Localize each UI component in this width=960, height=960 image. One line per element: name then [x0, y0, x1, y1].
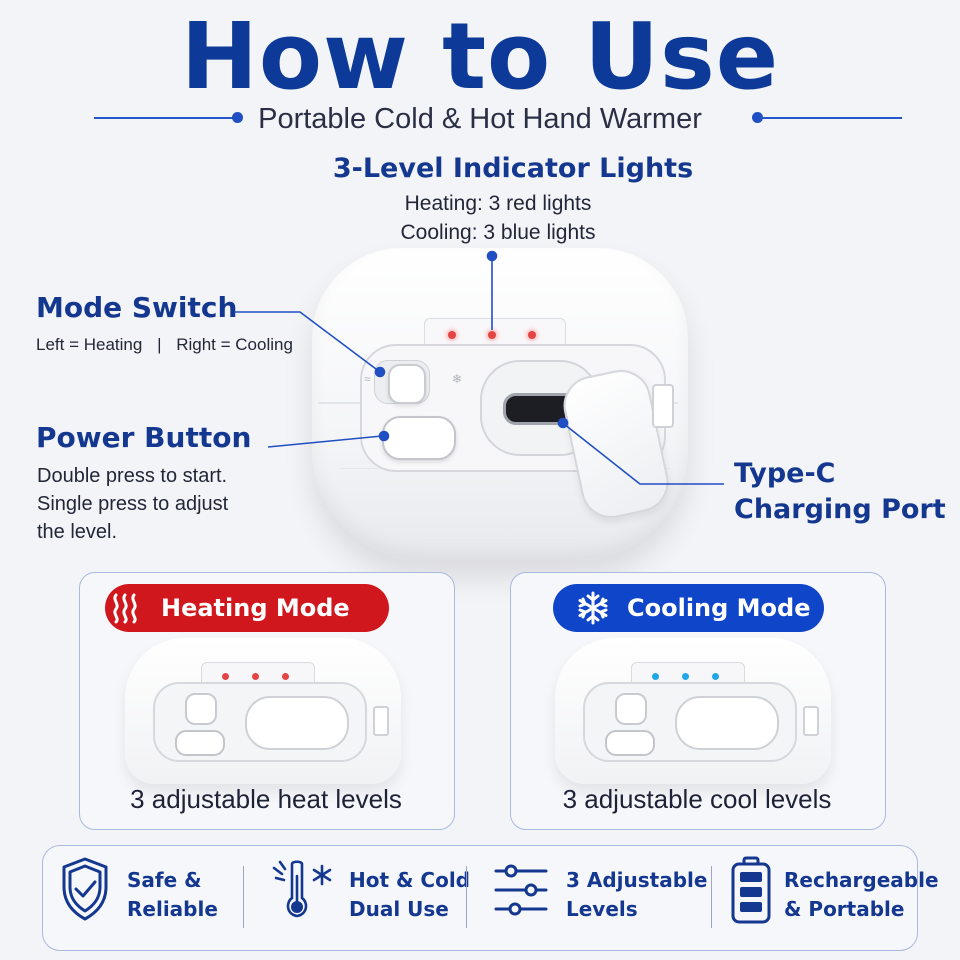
- feature-rechargeable-line-2: & Portable: [784, 897, 905, 921]
- power-button-heading: Power Button: [36, 421, 252, 454]
- cooling-led-3: [712, 673, 719, 680]
- flap-hinge: [652, 384, 674, 428]
- mode-switch-divider: |: [157, 335, 162, 354]
- cooling-led-2: [682, 673, 689, 680]
- heating-device-image: [125, 638, 401, 784]
- heating-port-cover: [245, 696, 349, 750]
- battery-icon: [730, 856, 772, 931]
- power-button-note-1: Double press to start.: [37, 465, 228, 487]
- cooling-mode-caption: 3 adjustable cool levels: [562, 784, 832, 814]
- heating-power-button: [175, 730, 225, 756]
- mode-switch-left-note: Left = Heating: [36, 335, 143, 354]
- heating-mode-pill: Heating Mode: [105, 584, 389, 632]
- indicator-led-3: [528, 331, 536, 339]
- sliders-icon: [493, 862, 549, 923]
- page-subtitle: Portable Cold & Hot Hand Warmer: [258, 103, 702, 135]
- typec-heading-line-1: Type-C: [734, 458, 836, 489]
- power-button-leader-dot: [378, 430, 390, 442]
- cooling-mode-switch: [615, 693, 647, 725]
- features-bar: [42, 845, 918, 951]
- feature-levels-line-1: 3 Adjustable: [566, 868, 708, 892]
- indicator-led-1: [448, 331, 456, 339]
- cooling-device-image: [555, 638, 831, 784]
- subtitle-rule-right: [760, 117, 902, 119]
- feature-dual-line-2: Dual Use: [349, 897, 449, 921]
- feature-separator-2: [466, 866, 467, 928]
- power-button-note-3: the level.: [37, 521, 118, 543]
- subtitle-dot-left: [232, 112, 243, 123]
- heating-hinge: [373, 706, 389, 736]
- power-button-leader: [267, 435, 383, 448]
- shield-check-icon: [60, 856, 110, 927]
- mode-switch-leader: [234, 311, 381, 373]
- thermometer-snowflake-icon: [272, 858, 338, 929]
- mode-switch-right-note: Right = Cooling: [176, 335, 293, 354]
- indicator-leader-dot: [486, 250, 498, 262]
- cooling-mode-label: Cooling Mode: [627, 594, 811, 622]
- heating-mode-label: Heating Mode: [161, 594, 350, 622]
- feature-rechargeable-line-1: Rechargeable: [784, 868, 939, 892]
- feature-safe-line-1: Safe &: [127, 868, 202, 892]
- cooling-power-button: [605, 730, 655, 756]
- typec-leader-dot: [557, 417, 569, 429]
- heating-mode-caption: 3 adjustable heat levels: [130, 784, 402, 814]
- subtitle-dot-right: [752, 112, 763, 123]
- subtitle-rule-left: [94, 117, 236, 119]
- feature-safe-line-2: Reliable: [127, 897, 218, 921]
- indicator-led-2: [488, 331, 496, 339]
- mode-switch-description: Left = Heating | Right = Cooling: [36, 333, 293, 357]
- cooling-port-cover: [675, 696, 779, 750]
- feature-separator-3: [711, 866, 712, 928]
- heating-mode-switch: [185, 693, 217, 725]
- heating-led-3: [282, 673, 289, 680]
- heat-waves-icon: [105, 591, 145, 625]
- page-title: How to Use: [180, 3, 780, 110]
- snowflake-small-icon: ❄: [452, 372, 463, 386]
- typec-heading-line-2: Charging Port: [734, 494, 946, 525]
- mode-switch-leader-dot: [374, 366, 386, 378]
- indicator-heating-note: Heating: 3 red lights: [404, 192, 592, 215]
- cooling-led-1: [652, 673, 659, 680]
- typec-leader: [563, 423, 724, 485]
- cooling-hinge: [803, 706, 819, 736]
- heating-led-1: [222, 673, 229, 680]
- indicator-lights-heading: 3-Level Indicator Lights: [332, 153, 694, 184]
- power-button-note-2: Single press to adjust: [37, 493, 229, 515]
- feature-dual-line-1: Hot & Cold: [349, 868, 470, 892]
- indicator-cooling-note: Cooling: 3 blue lights: [400, 221, 596, 244]
- mode-switch-heading: Mode Switch: [36, 291, 238, 324]
- heating-led-2: [252, 673, 259, 680]
- heat-small-icon: ≈: [364, 372, 371, 386]
- feature-levels-line-2: Levels: [566, 897, 638, 921]
- snowflake-icon: [573, 590, 613, 626]
- cooling-mode-pill: Cooling Mode: [553, 584, 824, 632]
- feature-separator-1: [243, 866, 244, 928]
- mode-switch[interactable]: [388, 364, 426, 404]
